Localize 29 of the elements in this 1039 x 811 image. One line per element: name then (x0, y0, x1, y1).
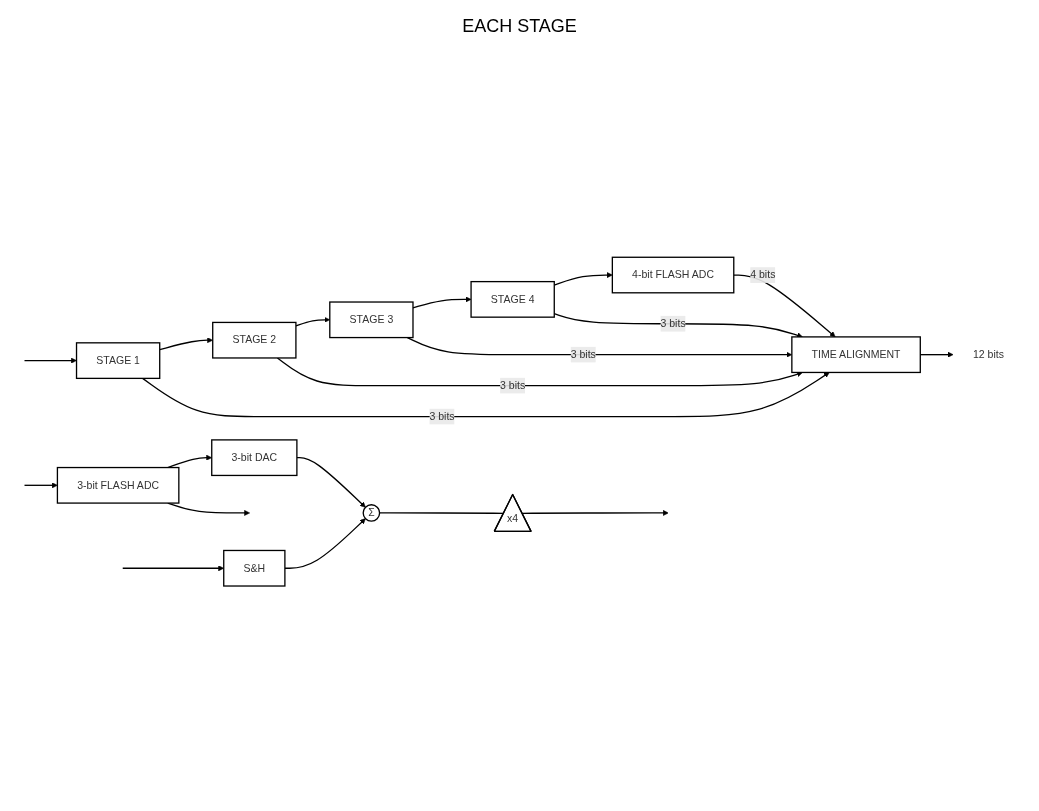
arrow (167, 455, 212, 469)
node-box: 3-bit DAC (211, 439, 298, 477)
arrow (23, 358, 77, 364)
edge-label: 3 bits (660, 318, 686, 330)
node-box: TIME ALIGNMENT (791, 336, 921, 374)
node-box: STAGE 3 (329, 301, 414, 339)
arrow (412, 296, 472, 309)
arrow (296, 457, 366, 508)
node-circle: Σ (362, 504, 381, 523)
node-box: 4-bit FLASH ADC (611, 256, 735, 294)
arrow (122, 565, 224, 572)
node-box: STAGE 4 (470, 281, 555, 319)
node-box: STAGE 2 (212, 322, 297, 359)
node-text: 12 bits (972, 349, 1004, 361)
edge-label: 3 bits (429, 410, 455, 423)
edge-label: 3 bits (500, 380, 526, 392)
arrow (141, 372, 830, 418)
arrow (276, 357, 803, 387)
node-box: S&H (223, 550, 286, 588)
node-box: STAGE 1 (75, 342, 161, 380)
edge-label: 4 bits (750, 269, 776, 281)
arrow (23, 482, 58, 489)
arrow (733, 274, 836, 338)
edge-label: 3 bits (570, 349, 596, 361)
arrow (284, 518, 366, 570)
node-box: 3-bit FLASH ADC (56, 467, 180, 505)
arrow (159, 337, 213, 351)
arrow (521, 510, 669, 517)
note-text: EACH STAGE (462, 16, 577, 37)
